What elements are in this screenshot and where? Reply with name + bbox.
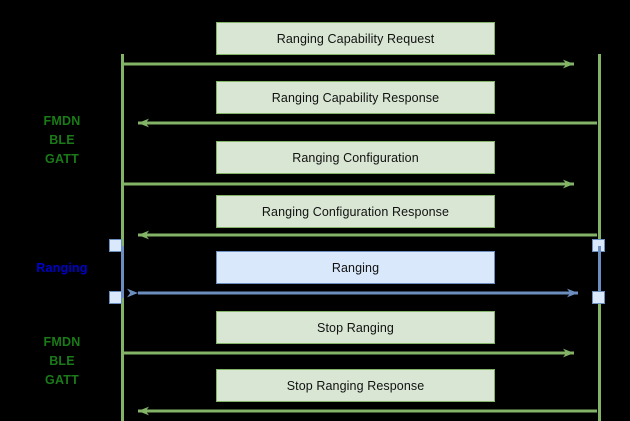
message-box-ranging-capability-response: Ranging Capability Response bbox=[216, 81, 495, 114]
phase-label-fmdn-ble-gatt-top: FMDN BLE GATT bbox=[43, 114, 81, 166]
message-box-ranging-configuration-response: Ranging Configuration Response bbox=[216, 195, 495, 228]
message-box-ranging-capability-request: Ranging Capability Request bbox=[216, 22, 495, 55]
phase-label-fmdn-ble-gatt-bottom: FMDN BLE GATT bbox=[43, 335, 81, 387]
activation-left-start bbox=[109, 239, 122, 252]
lifeline-left bbox=[121, 54, 124, 421]
activation-right-bar bbox=[598, 246, 601, 298]
activation-left-end bbox=[109, 291, 122, 304]
phase-label-ranging: Ranging bbox=[36, 261, 88, 275]
activation-left-bar bbox=[121, 246, 124, 298]
message-box-stop-ranging: Stop Ranging bbox=[216, 311, 495, 344]
activation-right-end bbox=[592, 291, 605, 304]
message-box-stop-ranging-response: Stop Ranging Response bbox=[216, 369, 495, 402]
message-box-ranging: Ranging bbox=[216, 251, 495, 284]
lifeline-right bbox=[598, 54, 601, 421]
message-box-ranging-configuration: Ranging Configuration bbox=[216, 141, 495, 174]
